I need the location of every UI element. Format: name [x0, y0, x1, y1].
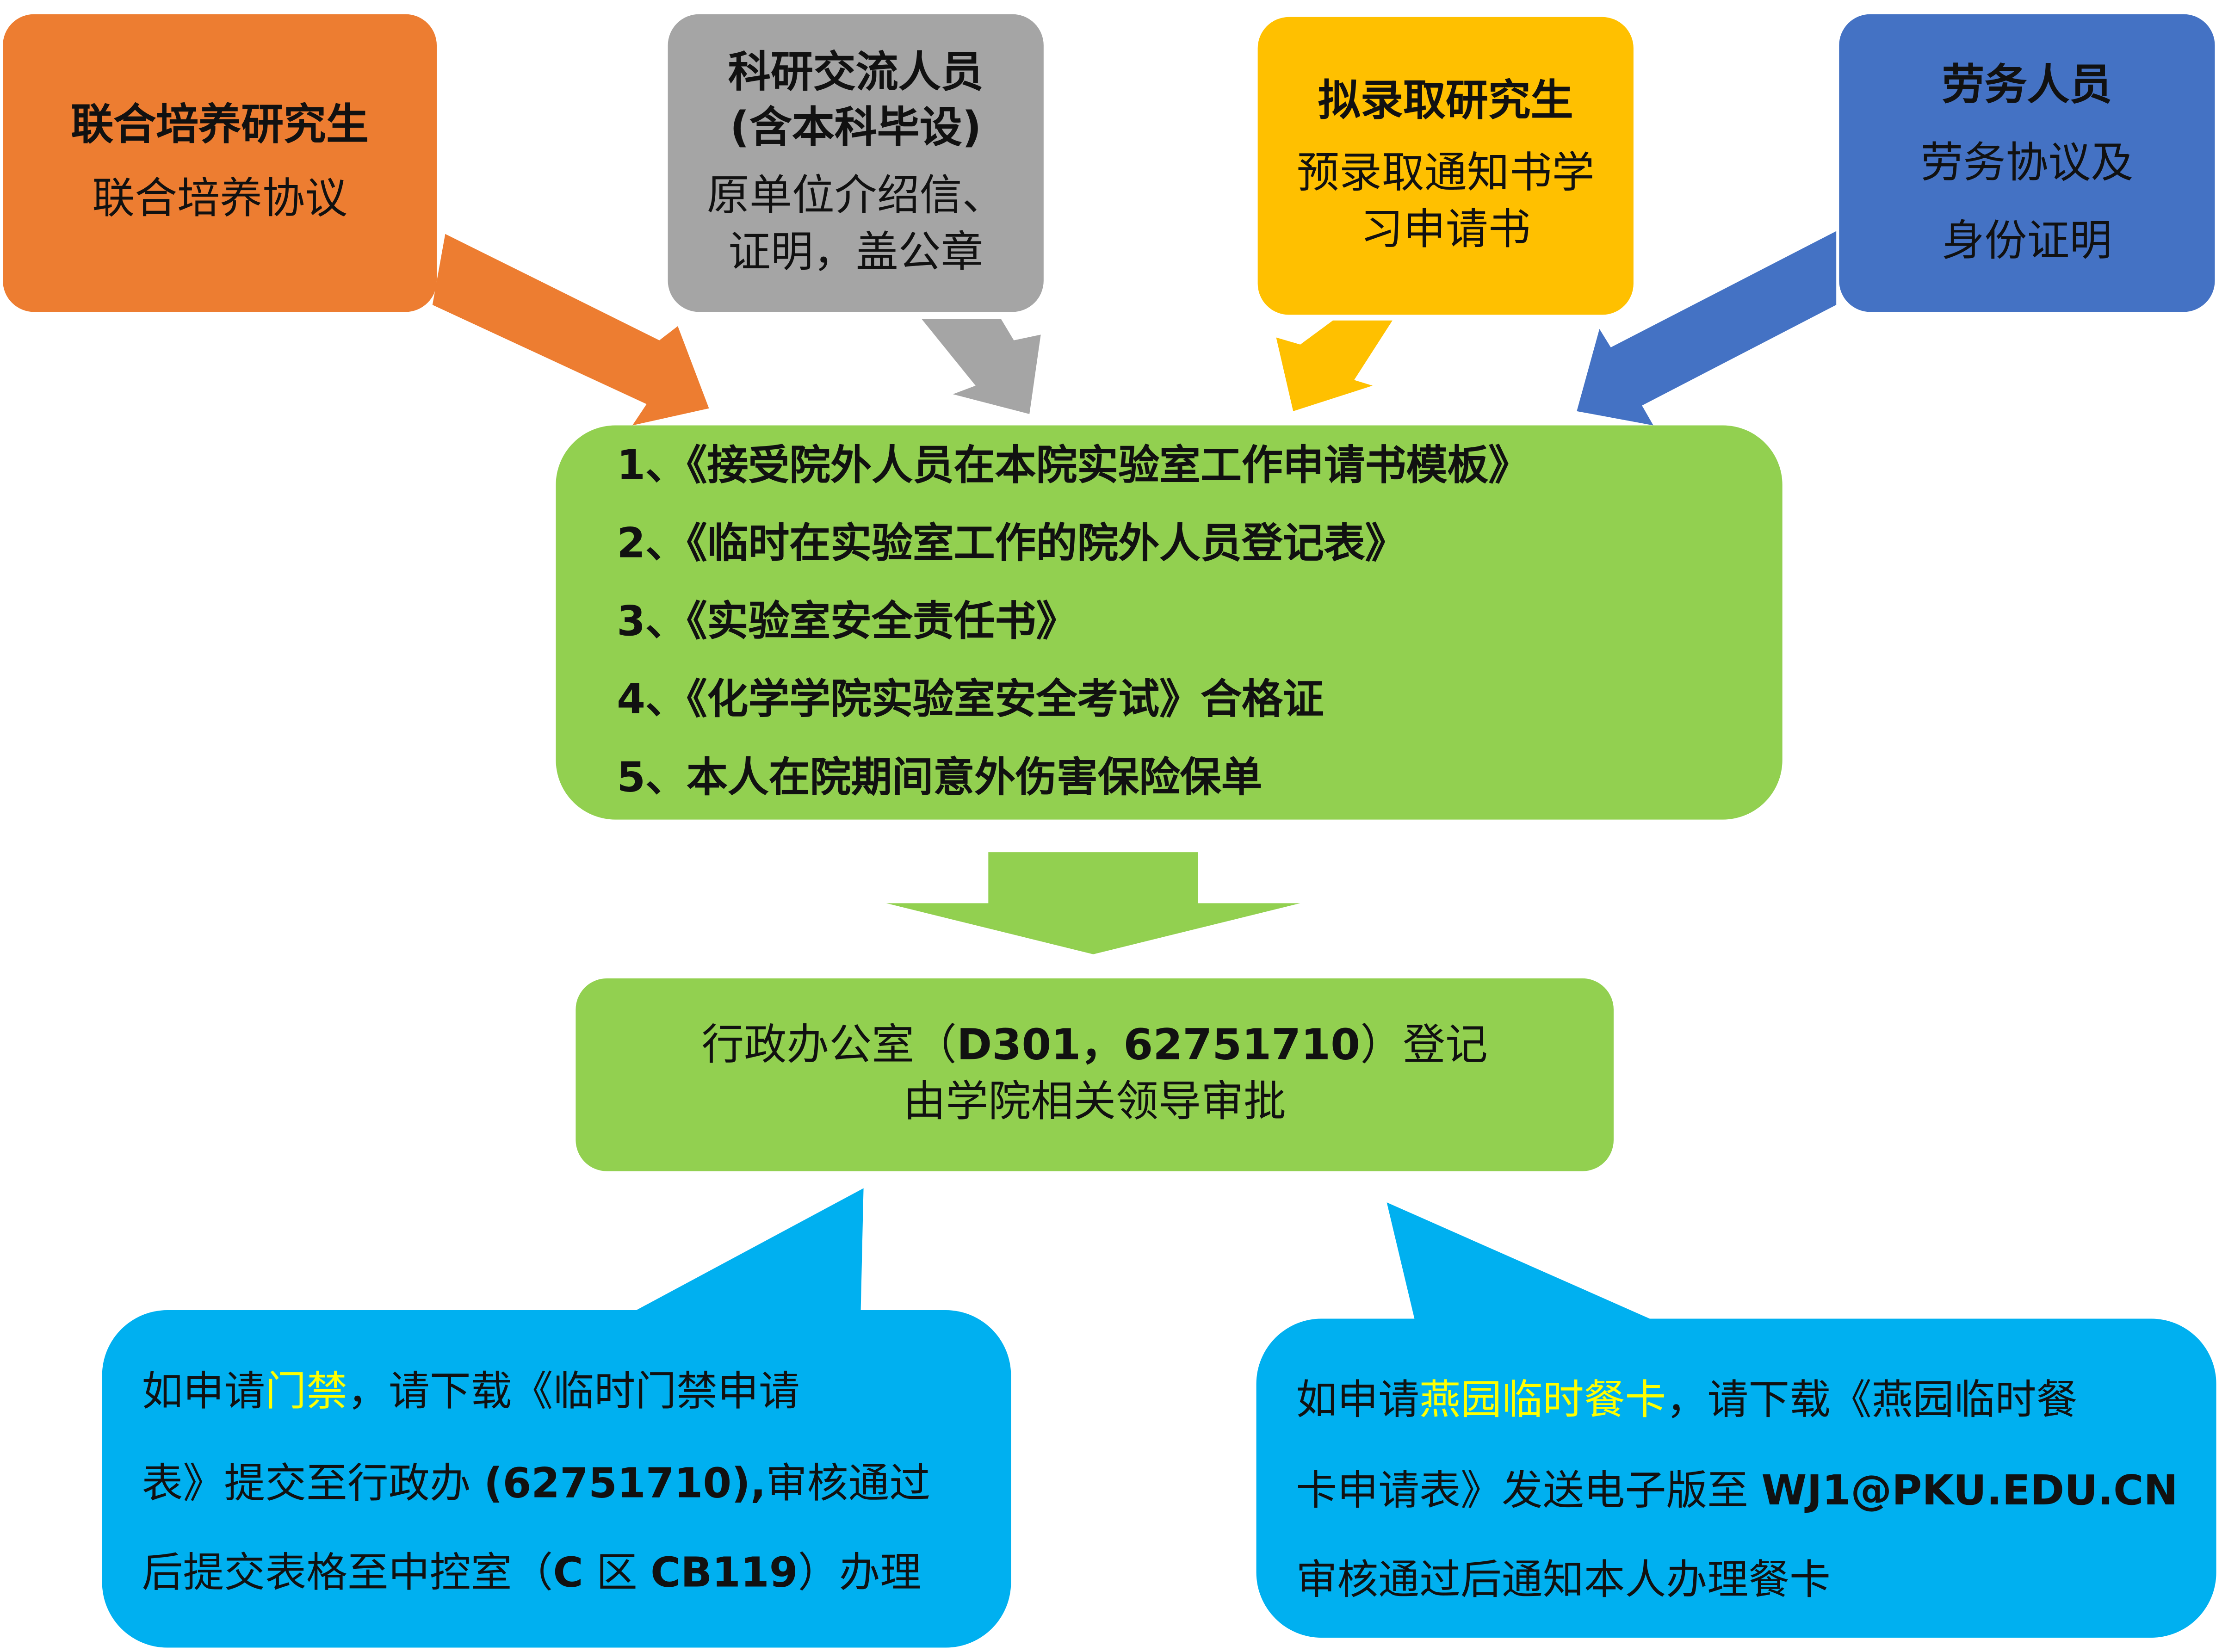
- text: 审核通过: [766, 1459, 931, 1508]
- green-down-arrow: [886, 852, 1300, 954]
- zone: C: [553, 1548, 583, 1597]
- text: 表》提交至行政办: [142, 1459, 484, 1508]
- source-requirement: 原单位介绍信、: [706, 171, 1005, 222]
- text: ，请下载《燕园临时餐: [1666, 1375, 2078, 1424]
- text: 后提交表格至中控室（: [142, 1548, 553, 1597]
- text: ，请下载《临时门禁申请: [347, 1367, 800, 1415]
- meal-card-line-2: 卡申请表》发送电子版至 WJ1@PKU.EDU.CN: [1296, 1458, 2178, 1517]
- registration-box: 行政办公室（D301，62751710）登记 由学院相关领导审批: [576, 978, 1614, 1171]
- text: 如申请: [1296, 1375, 1420, 1424]
- registration-text: ）登记: [1360, 1021, 1488, 1071]
- text: 卡申请表》发送电子版至: [1296, 1466, 1762, 1515]
- access-card-line-1: 如申请门禁，请下载《临时门禁申请: [142, 1358, 800, 1418]
- registration-office-code: D301，62751710: [957, 1021, 1361, 1071]
- highlight-meal-card: 燕园临时餐卡: [1419, 1375, 1666, 1424]
- meal-card-line-1: 如申请燕园临时餐卡，请下载《燕园临时餐: [1296, 1367, 2077, 1427]
- meal-card-line-3: 审核通过后通知本人办理餐卡: [1296, 1555, 1831, 1604]
- source-labor-staff: 劳务人员 劳务协议及 身份证明: [1839, 14, 2215, 312]
- required-documents-list: 1、《接受院外人员在本院实验室工作申请书模板》 2、《临时在实验室工作的院外人员…: [617, 434, 1529, 824]
- registration-line-2: 由学院相关领导审批: [903, 1077, 1286, 1127]
- source-requirement: 习申请书: [1360, 205, 1531, 255]
- access-card-callout: [102, 1310, 1011, 1648]
- source-title: 拟录取研究生: [1318, 76, 1573, 126]
- email-address: WJ1@PKU.EDU.CN: [1761, 1466, 2178, 1515]
- required-documents-box: [556, 425, 1783, 820]
- registration-line-1: 行政办公室（D301，62751710）登记: [701, 1019, 1488, 1075]
- source-requirement: 证明，盖公章: [728, 228, 984, 278]
- source-requirement: 劳务协议及: [1920, 138, 2134, 188]
- highlight-access-control: 门禁: [265, 1367, 348, 1415]
- source-title: 联合培养研究生: [71, 101, 369, 151]
- access-card-line-2: 表》提交至行政办 (62751710),审核通过: [142, 1450, 931, 1510]
- orange-arrow: [432, 234, 709, 426]
- text: ）办理: [798, 1548, 922, 1597]
- source-joint-training: 联合培养研究生 联合培养协议: [3, 14, 437, 312]
- left-callout-tail: [631, 1188, 864, 1313]
- phone-number: (62751710),: [483, 1459, 766, 1508]
- source-requirement: 身份证明: [1942, 216, 2112, 266]
- source-requirement: 联合培养协议: [92, 174, 347, 224]
- document-item: 4、《化学学院实验室安全考试》合格证: [617, 674, 1324, 724]
- right-callout-tail: [1386, 1202, 1656, 1322]
- source-subtitle: (含本科毕设): [730, 104, 982, 154]
- blue-arrow: [1577, 231, 1837, 426]
- gray-arrow: [922, 319, 1041, 414]
- room-number: CB119: [650, 1548, 798, 1597]
- source-research-exchange: 科研交流人员 (含本科毕设) 原单位介绍信、 证明，盖公章: [668, 14, 1044, 312]
- text: 区: [583, 1548, 651, 1597]
- source-admitted-graduate: 拟录取研究生 预录取通知书学 习申请书: [1257, 17, 1634, 315]
- access-card-line-3: 后提交表格至中控室（C 区 CB119）办理: [142, 1540, 922, 1600]
- source-title: 劳务人员: [1942, 60, 2112, 110]
- registration-text: 行政办公室（: [701, 1021, 957, 1071]
- document-item: 3、《实验室安全责任书》: [617, 597, 1077, 645]
- document-item: 1、《接受院外人员在本院实验室工作申请书模板》: [617, 441, 1530, 489]
- text: 如申请: [142, 1367, 266, 1415]
- document-item: 2、《临时在实验室工作的院外人员登记表》: [617, 519, 1406, 567]
- yellow-arrow: [1276, 320, 1393, 411]
- source-requirement: 预录取通知书学: [1296, 149, 1595, 199]
- meal-card-callout: [1256, 1318, 2216, 1638]
- document-item: 5、本人在院期间意外伤害保险保单: [617, 753, 1263, 801]
- source-title: 科研交流人员: [728, 48, 984, 98]
